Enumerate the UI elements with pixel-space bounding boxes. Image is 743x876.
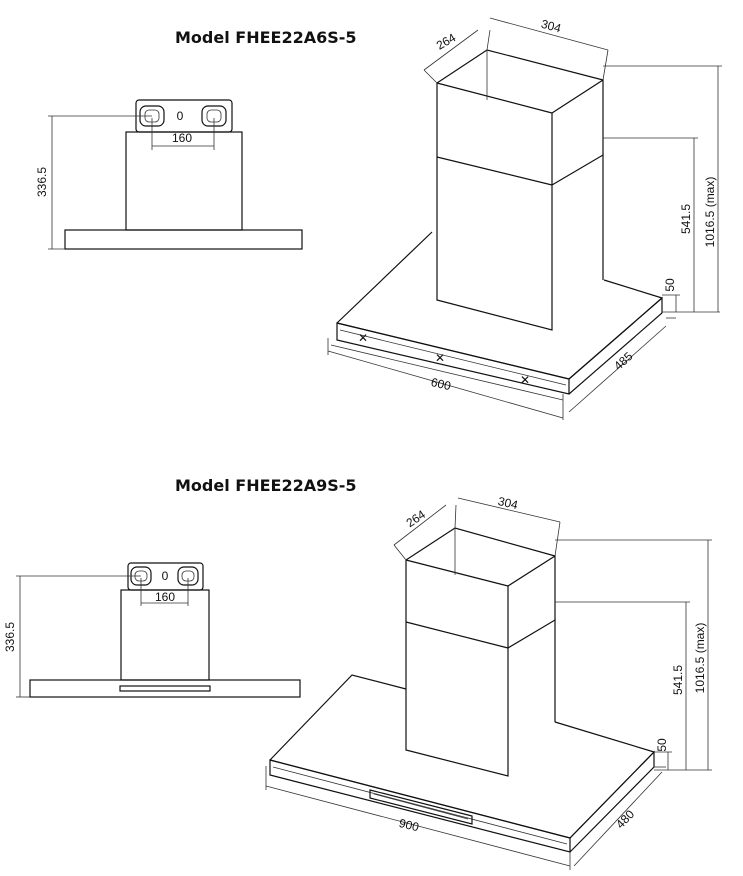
iso-view-1: ✕ ✕ ✕ 600 485 50 541.5 1016.5 (max) bbox=[327, 17, 722, 420]
front-height-label-2: 336.5 bbox=[3, 622, 17, 652]
model-title-1: Model FHEE22A6S-5 bbox=[175, 28, 357, 47]
model-title-2: Model FHEE22A9S-5 bbox=[175, 476, 357, 495]
chimney-min-label-1: 541.5 bbox=[679, 204, 693, 234]
width-label-1: 600 bbox=[430, 375, 453, 393]
hood-canopy-1 bbox=[64, 229, 303, 250]
center-mark-1: 0 bbox=[177, 109, 184, 123]
duct-width-label-1: 304 bbox=[540, 17, 563, 36]
duct-depth-label-2: 264 bbox=[404, 507, 429, 530]
svg-text:✕: ✕ bbox=[358, 331, 368, 345]
depth-label-1: 485 bbox=[611, 349, 635, 373]
iso-view-2: 900 480 50 541.5 1016.5 (max) 264 304 bbox=[265, 494, 712, 870]
front-view-1: 0 160 336.5 bbox=[35, 99, 303, 250]
chimney-max-label-2: 1016.5 (max) bbox=[693, 623, 707, 694]
depth-label-2: 480 bbox=[613, 807, 637, 831]
duct-width-label-2: 304 bbox=[497, 494, 520, 512]
control-strip-2 bbox=[119, 685, 211, 692]
width-label-2: 900 bbox=[398, 816, 421, 835]
chimney-max-label-1: 1016.5 (max) bbox=[703, 177, 717, 248]
hood-height-label-2: 50 bbox=[655, 738, 669, 752]
spigot-spacing-label-1: 160 bbox=[172, 131, 192, 145]
svg-text:✕: ✕ bbox=[435, 351, 445, 365]
motor-housing-1 bbox=[125, 131, 243, 231]
front-height-label-1: 336.5 bbox=[35, 167, 49, 197]
front-view-2: 0 160 336.5 bbox=[3, 562, 301, 698]
chimney-min-label-2: 541.5 bbox=[671, 665, 685, 695]
duct-depth-label-1: 264 bbox=[434, 30, 459, 52]
spigot-plate-2 bbox=[127, 562, 204, 591]
center-mark-2: 0 bbox=[162, 569, 169, 583]
hood-canopy-2 bbox=[29, 679, 301, 698]
svg-text:✕: ✕ bbox=[520, 373, 530, 387]
hood-height-label-1: 50 bbox=[663, 278, 677, 292]
spigot-spacing-label-2: 160 bbox=[155, 590, 175, 604]
